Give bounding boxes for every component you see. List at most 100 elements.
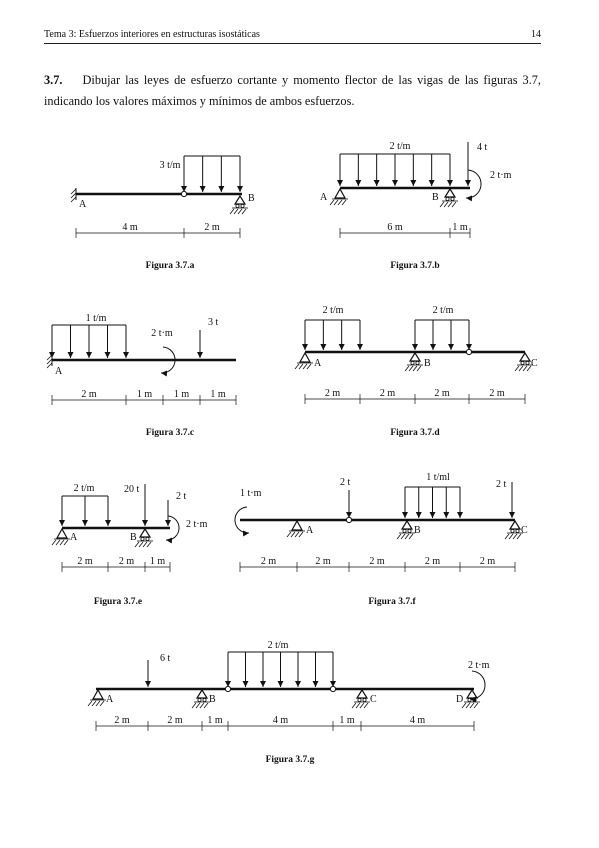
ground-hatch (294, 531, 300, 538)
exercise-text: Dibujar las leyes de esfuerzo cortante y… (44, 73, 541, 108)
figure-caption: Figura 3.7.f (368, 597, 416, 607)
load-label: 1 t/m (86, 313, 107, 324)
node-label-a: A (106, 694, 114, 705)
node-label-d: D (456, 694, 463, 705)
ground-hatch (443, 201, 449, 208)
load-label: 2 t/m (268, 640, 289, 651)
dimension-label: 4 m (273, 715, 289, 726)
roller-wheel-icon (520, 360, 525, 365)
figure-caption: Figura 3.7.a (146, 261, 195, 271)
point-load-label-1: 2 t (340, 477, 351, 488)
ground-hatch (99, 700, 105, 707)
ground-hatch (516, 533, 522, 540)
ground-hatch (363, 702, 369, 709)
ground-hatch (290, 531, 296, 538)
roller-wheel-icon (445, 196, 450, 201)
load-label: 3 t/m (160, 160, 181, 171)
moment-label: 1 t·m (240, 488, 262, 499)
dimension-label: 2 m (204, 222, 220, 233)
fixed-end-hatch (70, 196, 77, 203)
roller-support-icon (518, 351, 532, 362)
dimension-label: 2 m (434, 388, 450, 399)
ground-hatch (504, 533, 510, 540)
roller-support-icon (508, 519, 522, 530)
ground-hatch (447, 201, 453, 208)
node-label-a: A (70, 532, 78, 543)
dimension-label: 1 m (207, 715, 223, 726)
roller-wheel-icon (197, 698, 202, 703)
roller-wheel-icon (140, 537, 145, 542)
ground-hatch (508, 533, 514, 540)
pin-support-icon (333, 187, 347, 199)
ground-hatch (329, 199, 335, 206)
figure-caption: Figura 3.7.b (390, 261, 439, 271)
ground-hatch (355, 702, 361, 709)
ground-hatch (233, 208, 239, 215)
roller-wheel-icon (202, 698, 207, 703)
dimension-label: 2 m (380, 388, 396, 399)
pin-support-icon (290, 519, 304, 531)
hinge-icon (345, 516, 353, 524)
roller-wheel-icon (240, 203, 245, 208)
load-label: 1 t/ml (426, 472, 450, 483)
ground-hatch (333, 199, 339, 206)
roller-wheel-icon (450, 196, 455, 201)
figure-caption: Figura 3.7.e (94, 597, 142, 607)
fixed-end-hatch (70, 192, 77, 199)
ground-hatch (341, 199, 347, 206)
ground-hatch (134, 541, 140, 548)
ground-hatch (408, 533, 414, 540)
ground-hatch (404, 533, 410, 540)
ground-hatch (298, 363, 304, 370)
hinge-icon (224, 685, 232, 693)
hinge-icon (329, 685, 337, 693)
dimension-label: 1 m (150, 556, 166, 567)
dimension-label: 2 m (119, 556, 135, 567)
figure-caption: Figura 3.7.d (390, 428, 440, 438)
header-rule (44, 43, 541, 44)
point-load-label-2: 2 t (176, 491, 187, 502)
moment-arrow-icon (465, 169, 482, 202)
ground-hatch (400, 533, 406, 540)
roller-wheel-icon (510, 529, 515, 534)
ground-hatch (95, 700, 101, 707)
node-label-b: B (130, 532, 137, 543)
ground-hatch (191, 702, 197, 709)
ground-hatch (298, 531, 304, 538)
dimension-label: 4 m (410, 715, 426, 726)
roller-support-icon (465, 688, 479, 699)
moment-arrow-icon (165, 515, 180, 544)
ground-hatch (451, 201, 457, 208)
roller-wheel-icon (402, 529, 407, 534)
ground-hatch (396, 533, 402, 540)
page-number: 14 (531, 29, 541, 40)
roller-support-icon (400, 519, 414, 530)
dimension-label: 1 m (174, 389, 190, 400)
roller-wheel-icon (235, 203, 240, 208)
ground-hatch (63, 539, 69, 546)
ground-hatch (294, 363, 300, 370)
node-label-a: A (79, 199, 87, 210)
ground-hatch (237, 208, 243, 215)
roller-wheel-icon (410, 360, 415, 365)
ground-hatch (473, 702, 479, 709)
ground-hatch (87, 700, 93, 707)
ground-hatch (522, 365, 528, 372)
ground-hatch (412, 365, 418, 372)
ground-hatch (59, 539, 65, 546)
roller-wheel-icon (407, 529, 412, 534)
hinge-icon (180, 190, 188, 198)
node-label-b: B (424, 358, 431, 369)
pin-support-icon (91, 688, 105, 700)
dimension-label: 2 m (77, 556, 93, 567)
ground-hatch (302, 363, 308, 370)
point-load-label-2: 2 t (496, 479, 507, 490)
ground-hatch (514, 365, 520, 372)
hinge-icon (465, 348, 473, 356)
ground-hatch (404, 365, 410, 372)
node-label-c: C (531, 358, 538, 369)
